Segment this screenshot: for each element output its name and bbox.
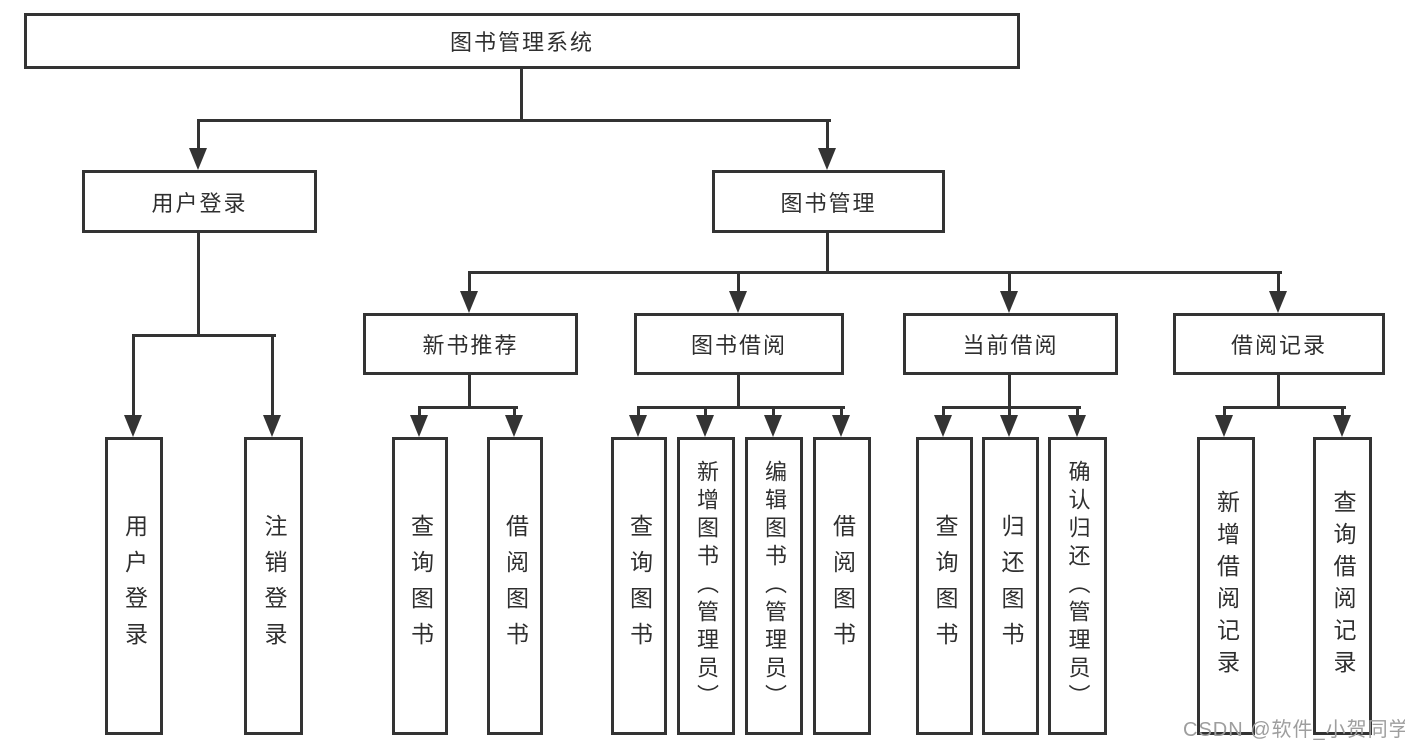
connector-line xyxy=(826,232,829,273)
arrowhead-icon xyxy=(263,415,281,437)
leaf-records-add-record-label: 新增借阅记录 xyxy=(1213,490,1240,682)
connector-line xyxy=(737,271,740,296)
connector-line xyxy=(942,406,945,420)
connector-line xyxy=(840,406,843,420)
leaf-borrowing-borrow-books: 借阅图书 xyxy=(813,437,871,735)
arrowhead-icon xyxy=(410,415,428,437)
node-root-label: 图书管理系统 xyxy=(449,30,594,55)
node-book-management: 图书管理 xyxy=(712,170,945,233)
node-borrow-records: 借阅记录 xyxy=(1173,313,1385,375)
node-root-library-system: 图书管理系统 xyxy=(24,13,1020,69)
leaf-current-return-books-label: 归还图书 xyxy=(998,514,1024,658)
connector-line xyxy=(1277,374,1280,408)
leaf-current-return-books: 归还图书 xyxy=(982,437,1039,735)
connector-line xyxy=(418,406,421,420)
leaf-recommend-borrow-books: 借阅图书 xyxy=(487,437,543,735)
leaf-borrowing-edit-books-admin-label: 编辑图书（管理员） xyxy=(762,460,787,712)
connector-line xyxy=(1008,271,1011,296)
leaf-records-add-record: 新增借阅记录 xyxy=(1197,437,1255,735)
connector-line xyxy=(826,119,829,152)
arrowhead-icon xyxy=(818,148,836,170)
connector-line xyxy=(737,374,740,408)
connector-line xyxy=(468,374,471,408)
node-borrow-records-label: 借阅记录 xyxy=(1230,333,1327,358)
leaf-records-query-record-label: 查询借阅记录 xyxy=(1330,490,1356,682)
leaf-recommend-query-books-label: 查询图书 xyxy=(407,514,434,658)
connector-line xyxy=(1341,406,1344,420)
arrowhead-icon xyxy=(1000,291,1018,313)
connector-line xyxy=(1008,406,1011,420)
leaf-user-login: 用户登录 xyxy=(105,437,163,735)
node-user-login-label: 用户登录 xyxy=(151,190,248,216)
arrowhead-icon xyxy=(505,415,523,437)
leaf-current-confirm-return-admin: 确认归还（管理员） xyxy=(1048,437,1107,735)
arrowhead-icon xyxy=(124,415,142,437)
arrowhead-icon xyxy=(1000,415,1018,437)
arrowhead-icon xyxy=(189,148,207,170)
node-current-borrowing: 当前借阅 xyxy=(903,313,1118,375)
leaf-borrowing-add-books-admin: 新增图书（管理员） xyxy=(677,437,735,735)
connector-line xyxy=(772,406,775,420)
leaf-records-query-record: 查询借阅记录 xyxy=(1313,437,1372,735)
connector-line xyxy=(199,119,831,122)
arrowhead-icon xyxy=(1269,291,1287,313)
arrowhead-icon xyxy=(460,291,478,313)
arrowhead-icon xyxy=(696,415,714,437)
leaf-recommend-query-books: 查询图书 xyxy=(392,437,448,735)
leaf-borrowing-edit-books-admin: 编辑图书（管理员） xyxy=(745,437,803,735)
node-current-borrowing-label: 当前借阅 xyxy=(962,333,1059,358)
node-book-borrowing-label: 图书借阅 xyxy=(690,333,787,358)
leaf-borrowing-add-books-admin-label: 新增图书（管理员） xyxy=(694,460,719,712)
leaf-current-confirm-return-admin-label: 确认归还（管理员） xyxy=(1065,460,1091,712)
node-new-book-recommend: 新书推荐 xyxy=(363,313,578,375)
connector-line xyxy=(197,119,200,152)
connector-line xyxy=(1008,374,1011,408)
connector-line xyxy=(1223,406,1226,420)
connector-line xyxy=(197,232,200,336)
leaf-user-login-label: 用户登录 xyxy=(121,514,148,658)
leaf-current-query-books-label: 查询图书 xyxy=(932,514,958,658)
leaf-logout-label: 注销登录 xyxy=(261,514,287,658)
connector-line xyxy=(1076,406,1079,420)
connector-line xyxy=(271,334,274,419)
connector-line xyxy=(704,406,707,420)
connector-line xyxy=(639,406,845,409)
leaf-logout: 注销登录 xyxy=(244,437,303,735)
connector-line xyxy=(637,406,640,420)
connector-line xyxy=(520,68,523,121)
arrowhead-icon xyxy=(729,291,747,313)
arrowhead-icon xyxy=(764,415,782,437)
connector-line xyxy=(513,406,516,420)
connector-line xyxy=(420,406,518,409)
connector-line xyxy=(1277,271,1280,296)
leaf-recommend-borrow-books-label: 借阅图书 xyxy=(502,514,529,658)
arrowhead-icon xyxy=(832,415,850,437)
arrowhead-icon xyxy=(1333,415,1351,437)
leaf-current-query-books: 查询图书 xyxy=(916,437,973,735)
connector-line xyxy=(1225,406,1346,409)
connector-line xyxy=(944,406,1081,409)
node-book-management-label: 图书管理 xyxy=(780,190,877,216)
leaf-borrowing-borrow-books-label: 借阅图书 xyxy=(829,514,856,658)
leaf-borrowing-query-books-label: 查询图书 xyxy=(626,514,653,658)
connector-line xyxy=(468,271,471,296)
arrowhead-icon xyxy=(629,415,647,437)
arrowhead-icon xyxy=(1215,415,1233,437)
arrowhead-icon xyxy=(934,415,952,437)
arrowhead-icon xyxy=(1068,415,1086,437)
connector-line xyxy=(132,334,135,419)
csdn-watermark: CSDN @软件_小贺同学 xyxy=(1183,719,1405,741)
leaf-borrowing-query-books: 查询图书 xyxy=(611,437,667,735)
connector-line xyxy=(470,271,1282,274)
node-new-book-recommend-label: 新书推荐 xyxy=(422,333,519,358)
node-user-login: 用户登录 xyxy=(82,170,317,233)
connector-line xyxy=(134,334,276,337)
node-book-borrowing: 图书借阅 xyxy=(634,313,844,375)
